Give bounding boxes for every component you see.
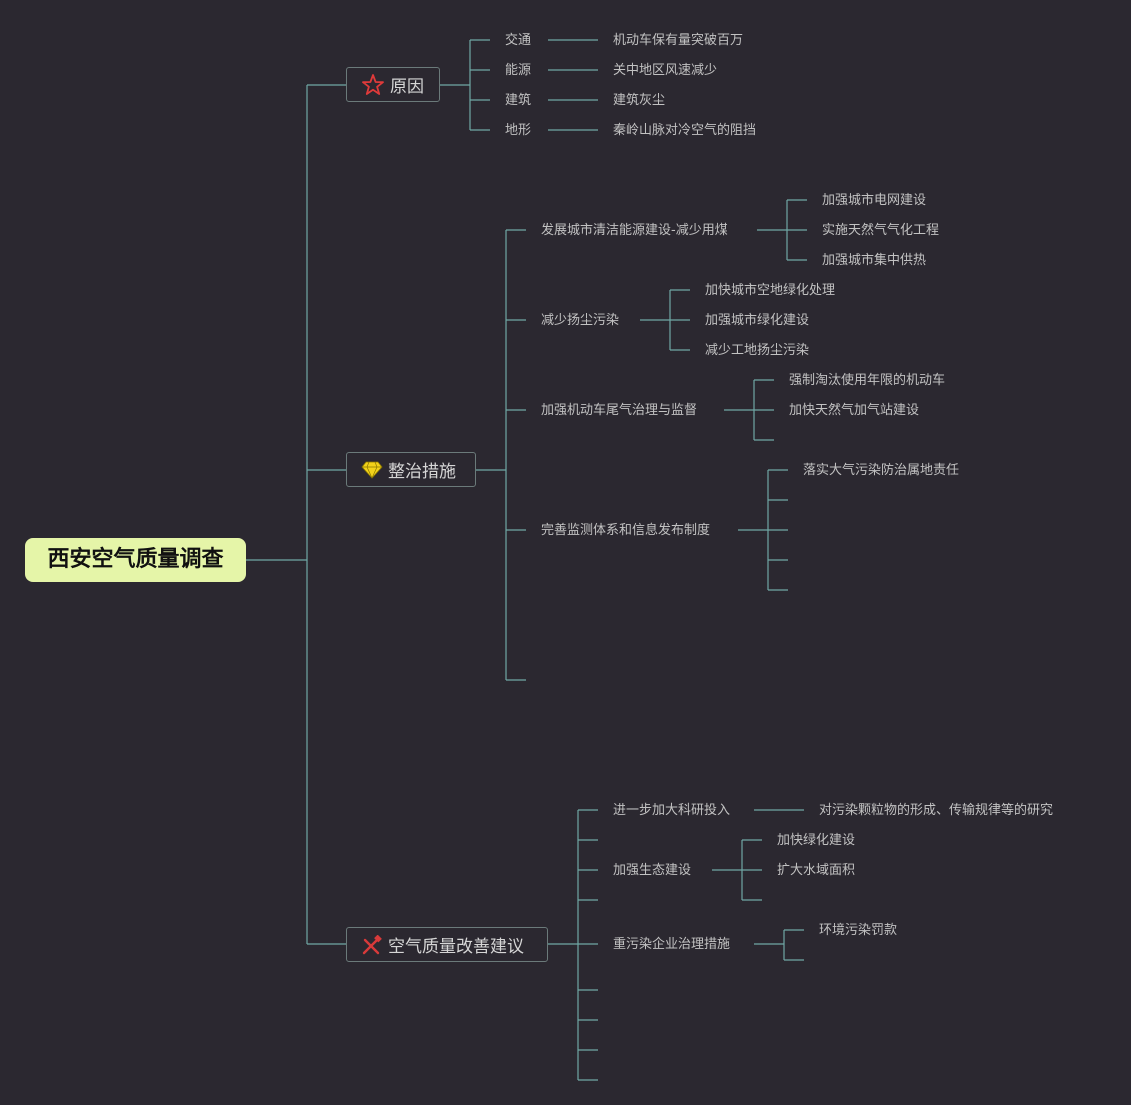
measure-clean-energy[interactable]: 发展城市清洁能源建设-减少用煤: [541, 223, 728, 238]
gem-icon: [361, 461, 383, 479]
topic-measures[interactable]: 整治措施: [346, 452, 476, 487]
topic-label: 空气质量改善建议: [388, 937, 524, 957]
root-topic[interactable]: 西安空气质量调查: [25, 538, 246, 582]
vehicle-emissions-child[interactable]: 加快天然气加气站建设: [789, 403, 920, 418]
topic-suggestions[interactable]: 空气质量改善建议: [346, 927, 548, 962]
suggestion-ecology[interactable]: 加强生态建设: [613, 863, 692, 878]
tools-icon: [362, 934, 382, 954]
monitoring-system-child[interactable]: 落实大气污染防治属地责任: [803, 463, 960, 478]
cause-detail-construction[interactable]: 建筑灰尘: [613, 93, 666, 108]
ecology-child[interactable]: 扩大水域面积: [777, 863, 856, 878]
clean-energy-child[interactable]: 加强城市集中供热: [822, 253, 927, 268]
research-child[interactable]: 对污染颗粒物的形成、传输规律等的研究: [819, 803, 1054, 818]
cause-item-energy[interactable]: 能源: [505, 63, 532, 78]
dust-reduction-child[interactable]: 减少工地扬尘污染: [705, 343, 810, 358]
topic-label: 原因: [390, 77, 424, 97]
vehicle-emissions-child[interactable]: 强制淘汰使用年限的机动车: [789, 373, 946, 388]
cause-item-construction[interactable]: 建筑: [505, 93, 532, 108]
cause-item-terrain[interactable]: 地形: [505, 123, 532, 138]
measure-dust-reduction[interactable]: 减少扬尘污染: [541, 313, 620, 328]
cause-detail-energy[interactable]: 关中地区风速减少: [613, 63, 718, 78]
clean-energy-child[interactable]: 加强城市电网建设: [822, 193, 927, 208]
clean-energy-child[interactable]: 实施天然气气化工程: [822, 223, 940, 238]
dust-reduction-child[interactable]: 加快城市空地绿化处理: [705, 283, 836, 298]
measure-vehicle-emissions[interactable]: 加强机动车尾气治理与监督: [541, 403, 698, 418]
topic-causes[interactable]: 原因: [346, 67, 440, 102]
star-icon: [362, 73, 384, 95]
topic-label: 整治措施: [388, 462, 456, 482]
suggestion-research[interactable]: 进一步加大科研投入: [613, 803, 731, 818]
cause-detail-terrain[interactable]: 秦岭山脉对冷空气的阻挡: [613, 123, 757, 138]
cause-item-traffic[interactable]: 交通: [505, 33, 532, 48]
cause-detail-traffic[interactable]: 机动车保有量突破百万: [613, 33, 744, 48]
ecology-child[interactable]: 加快绿化建设: [777, 833, 856, 848]
dust-reduction-child[interactable]: 加强城市绿化建设: [705, 313, 810, 328]
measure-monitoring-system[interactable]: 完善监测体系和信息发布制度: [541, 523, 711, 538]
suggestion-polluting-enterprises[interactable]: 重污染企业治理措施: [613, 937, 731, 952]
polluting-enterprises-child[interactable]: 环境污染罚款: [819, 923, 898, 938]
